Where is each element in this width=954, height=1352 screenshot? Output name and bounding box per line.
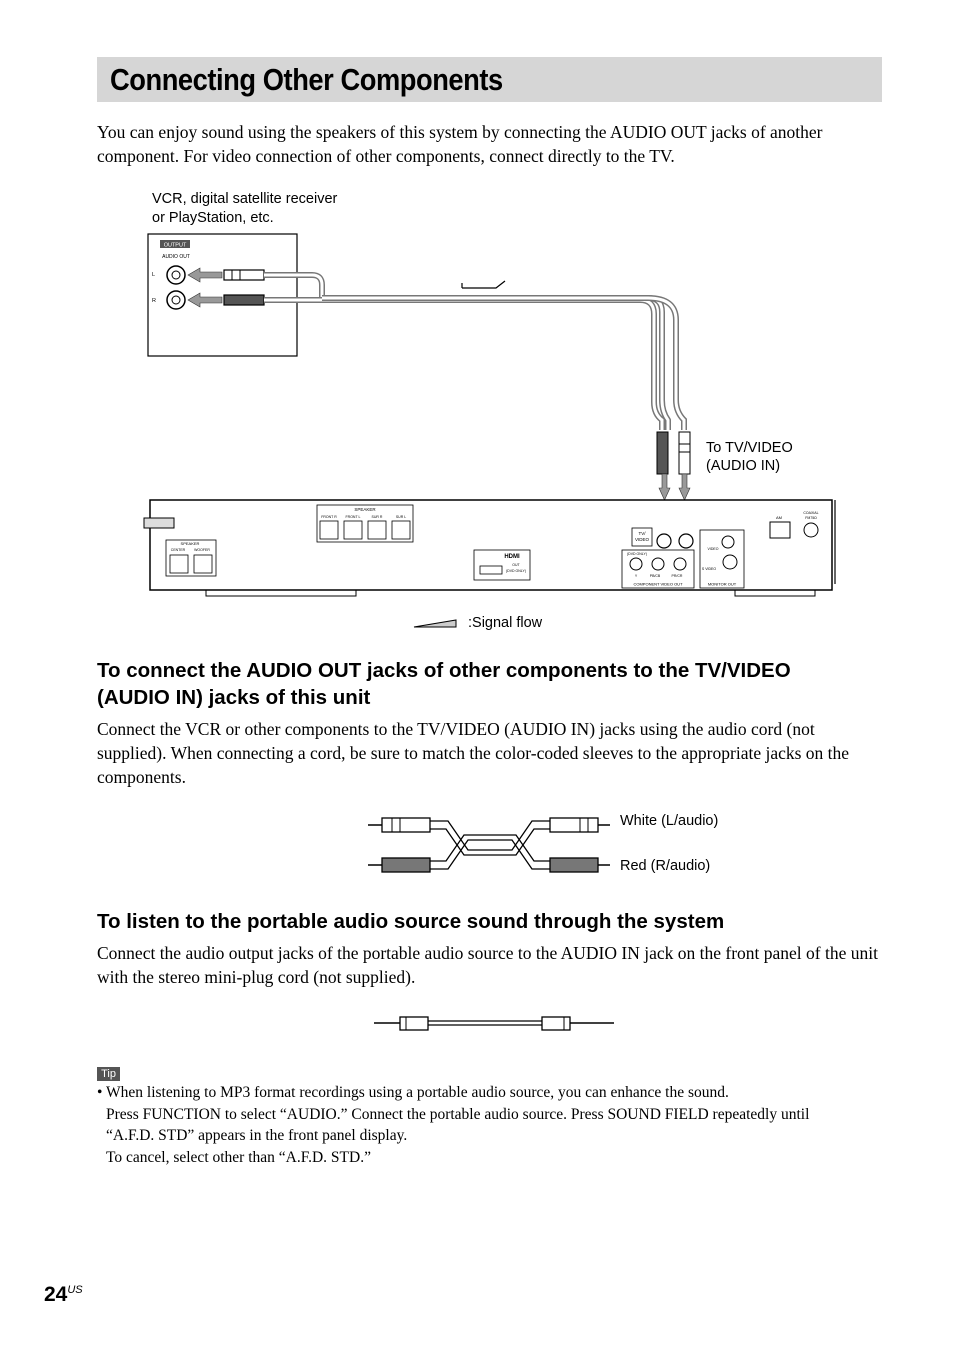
red-label: Red (R/audio) bbox=[620, 858, 711, 874]
white-label: White (L/audio) bbox=[620, 813, 719, 829]
white-plug-unit bbox=[678, 431, 691, 475]
source-component-box bbox=[147, 233, 298, 357]
svg-text:AM: AM bbox=[776, 515, 782, 520]
speaker-center-woofer bbox=[165, 539, 217, 577]
page-number: 24US bbox=[44, 1283, 83, 1307]
svg-text:FRONT R: FRONT R bbox=[321, 515, 337, 519]
svg-text:COAXIAL: COAXIAL bbox=[803, 511, 818, 515]
r-label: R bbox=[152, 298, 156, 304]
unit-rear-panel bbox=[149, 499, 833, 591]
section2-body: Connect the audio output jacks of the po… bbox=[97, 943, 878, 987]
section1-heading-line2: (AUDIO IN) jacks of this unit bbox=[97, 686, 371, 709]
source-label-line2: or PlayStation, etc. bbox=[152, 210, 274, 226]
section1-body: Connect the VCR or other components to t… bbox=[97, 719, 850, 787]
arrow-down-red bbox=[658, 473, 671, 501]
component-video-out bbox=[621, 549, 695, 589]
tip-badge: Tip bbox=[97, 1067, 120, 1081]
section2-heading: To listen to the portable audio source s… bbox=[97, 910, 725, 933]
audio-cord-diagram bbox=[368, 817, 610, 873]
svg-text:Y: Y bbox=[635, 574, 638, 578]
svg-text:S VIDEO: S VIDEO bbox=[702, 567, 716, 571]
tip-line2: Press FUNCTION to select “AUDIO.” Connec… bbox=[106, 1106, 810, 1123]
svg-text:PB/CB: PB/CB bbox=[650, 574, 661, 578]
fm-antenna-jack bbox=[803, 522, 819, 538]
audio-out-label: AUDIO OUT bbox=[162, 254, 190, 260]
tv-video-audio-in-l bbox=[678, 533, 694, 549]
page-number-value: 24 bbox=[44, 1283, 68, 1306]
page-title: Connecting Other Components bbox=[110, 62, 503, 97]
audio-out-r-jack bbox=[166, 290, 186, 310]
signal-flow-label: :Signal flow bbox=[468, 615, 543, 631]
white-plug bbox=[223, 269, 265, 281]
arrow-l bbox=[187, 267, 223, 283]
svg-text:(DVD ONLY): (DVD ONLY) bbox=[506, 569, 526, 573]
output-badge bbox=[160, 240, 190, 248]
monitor-out bbox=[699, 529, 745, 589]
svg-text:MONITOR OUT: MONITOR OUT bbox=[708, 582, 737, 587]
tip-line1: • When listening to MP3 format recording… bbox=[97, 1084, 729, 1101]
signal-flow-legend-icon bbox=[413, 619, 457, 628]
svg-text:SPEAKER: SPEAKER bbox=[181, 541, 200, 546]
connection-diagram: OUTPUT AUDIO OUT L R SPEAKER FRONT R FRO… bbox=[143, 233, 836, 628]
to-tv-label-line1: To TV/VIDEO bbox=[706, 440, 793, 456]
svg-text:PR/CR: PR/CR bbox=[672, 574, 683, 578]
speaker-terminals bbox=[316, 504, 414, 543]
title-bar bbox=[97, 57, 882, 102]
svg-text:FM75Ω: FM75Ω bbox=[805, 516, 817, 520]
svg-text:SUR R: SUR R bbox=[372, 515, 383, 519]
source-label-line1: VCR, digital satellite receiver bbox=[152, 191, 338, 207]
svg-text:(DVD ONLY): (DVD ONLY) bbox=[627, 552, 647, 556]
svg-text:SPEAKER: SPEAKER bbox=[354, 507, 376, 512]
mini-plug-cord-diagram bbox=[374, 1016, 614, 1031]
to-tv-label-line2: (AUDIO IN) bbox=[706, 458, 781, 474]
arrow-down-white bbox=[678, 473, 691, 501]
am-antenna-terminal bbox=[769, 521, 791, 539]
red-plug-left bbox=[381, 857, 431, 873]
svg-text:TV/: TV/ bbox=[638, 531, 646, 536]
intro-paragraph: You can enjoy sound using the speakers o… bbox=[97, 122, 823, 166]
svg-text:CENTER: CENTER bbox=[171, 548, 186, 552]
svg-text:COMPONENT VIDEO OUT: COMPONENT VIDEO OUT bbox=[633, 582, 683, 587]
red-plug-unit bbox=[656, 431, 669, 475]
svg-text:SUR L: SUR L bbox=[396, 515, 406, 519]
tv-video-audio-in-r bbox=[656, 533, 672, 549]
svg-text:OUT: OUT bbox=[512, 563, 520, 567]
white-plug-left bbox=[381, 817, 431, 833]
output-badge-text: OUTPUT bbox=[164, 243, 187, 249]
svg-text:WOOFER: WOOFER bbox=[194, 548, 210, 552]
svg-text:FRONT L: FRONT L bbox=[346, 515, 361, 519]
l-label: L bbox=[152, 272, 155, 278]
power-cord bbox=[143, 517, 175, 529]
arrow-r bbox=[187, 292, 223, 308]
audio-out-l-jack bbox=[166, 265, 186, 285]
svg-text:HDMI: HDMI bbox=[504, 554, 520, 560]
white-plug-right bbox=[549, 817, 599, 833]
page-number-suffix: US bbox=[67, 1284, 83, 1296]
hdmi-out-port bbox=[473, 549, 531, 581]
red-plug-right bbox=[549, 857, 599, 873]
red-plug bbox=[223, 294, 265, 306]
svg-text:VIDEO: VIDEO bbox=[635, 537, 650, 542]
cable-red bbox=[264, 298, 664, 430]
section1-heading-line1: To connect the AUDIO OUT jacks of other … bbox=[97, 659, 791, 682]
signal-flow-arrow-on-cable bbox=[461, 280, 506, 289]
tip-line4: To cancel, select other than “A.F.D. STD… bbox=[106, 1149, 371, 1166]
tip-line3: “A.F.D. STD” appears in the front panel … bbox=[106, 1127, 408, 1144]
svg-text:VIDEO: VIDEO bbox=[708, 547, 719, 551]
